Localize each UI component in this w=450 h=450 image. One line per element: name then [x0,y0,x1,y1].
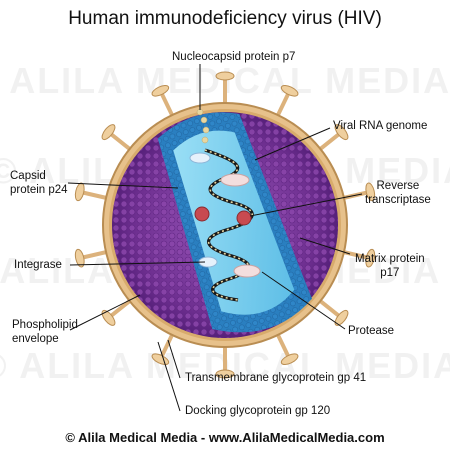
gp120-head [365,182,376,202]
gp120-head [101,124,116,141]
gp120-head [280,353,299,366]
gp120-head [365,248,376,268]
label-capsid: Capsid protein p24 [10,169,68,197]
label-reverse-transcriptase: Reverse transcriptase [365,179,431,207]
gp120-head [74,182,85,202]
label-phospholipid: Phospholipid envelope [12,318,78,346]
integrase-protein [189,152,211,164]
gp120-head [334,309,349,326]
gp120-head [151,84,170,97]
label-capsid-line1: Capsid [10,170,46,182]
protease-protein [233,264,261,278]
leader-lines [67,64,363,412]
label-reverse-line2: transcriptase [365,194,431,206]
label-phospho-line2: envelope [12,333,59,345]
reverse-transcriptase [194,206,210,222]
gp120-head [151,353,170,366]
label-gp41: Transmembrane glycoprotein gp 41 [185,372,367,384]
copyright-footer: © Alila Medical Media - www.AlilaMedical… [65,430,385,445]
gp120-head [215,71,235,81]
diagram-title: Human immunodeficiency virus (HIV) [68,8,382,29]
label-viral-rna: Viral RNA genome [333,120,428,132]
label-nucleocapsid: Nucleocapsid protein p7 [172,51,296,63]
gp120-head [101,309,116,326]
gp120-head [280,84,299,97]
label-phospho-line1: Phospholipid [12,319,78,331]
label-protease: Protease [348,325,395,337]
protease-protein [220,173,250,187]
label-gp120: Docking glycoprotein gp 120 [185,405,331,417]
gp120-head [334,124,349,141]
label-capsid-line2: protein p24 [10,184,68,196]
label-matrix-line2: p17 [380,267,400,279]
reverse-transcriptase [236,210,252,226]
capsid [157,112,312,333]
label-integrase: Integrase [14,259,62,271]
label-reverse-line1: Reverse [376,180,420,192]
gp120-head [74,248,85,268]
label-matrix-line1: Matrix protein [355,253,425,265]
label-matrix: Matrix protein p17 [355,252,425,280]
nucleocapsid-beads [196,108,210,144]
gp120-head [215,369,235,379]
